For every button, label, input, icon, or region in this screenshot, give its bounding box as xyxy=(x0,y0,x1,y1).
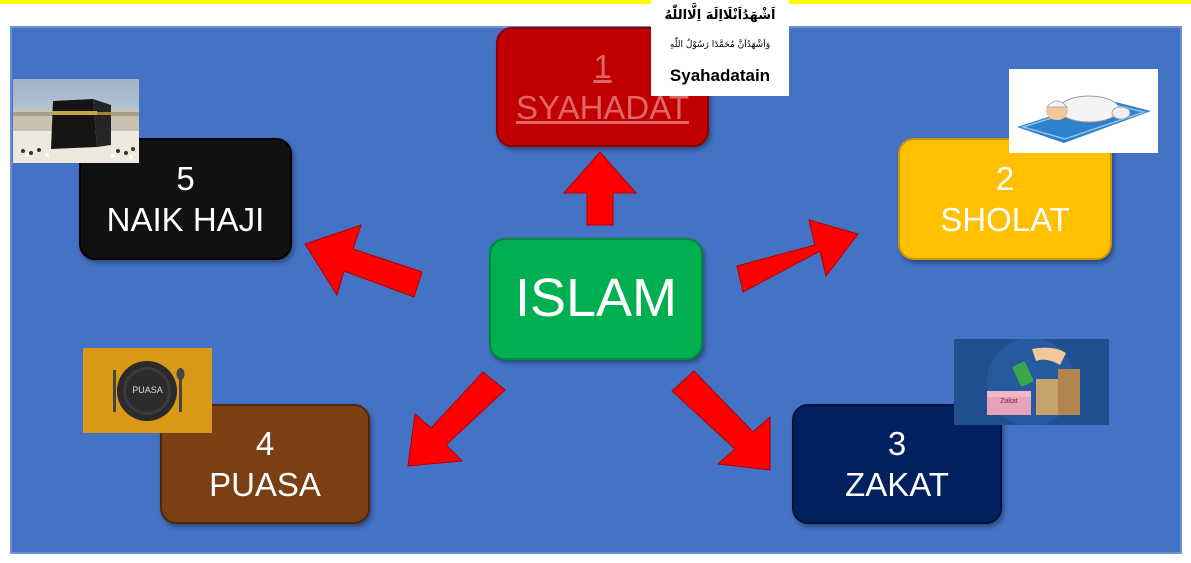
center-label: ISLAM xyxy=(514,268,678,329)
shahada-caption: Syahadatain xyxy=(669,66,771,85)
shahada-arabic-line-1: اَشْهَدُاَنْلَااِلَهَ اِلَّااللّٰهُ xyxy=(664,8,776,23)
pillar-label: SHOLAT xyxy=(940,201,1070,238)
shahada-arabic-line-2: وَاَشْهَدُاَنَّ مُحَمَّدًا رَسُوْلُ اللّ… xyxy=(669,40,771,50)
puasa-plate-text: PUASA xyxy=(132,385,163,395)
pillar-label: ZAKAT xyxy=(845,466,949,503)
pillar-label: PUASA xyxy=(209,466,321,503)
arrow-right-down-icon xyxy=(671,370,771,471)
shahada-image: اَشْهَدُاَنْلَااِلَهَ اِلَّااللّٰهُ وَاَ… xyxy=(651,0,789,96)
puasa-image: PUASA xyxy=(83,348,212,433)
sholat-image xyxy=(1009,69,1158,153)
pillar-number: 3 xyxy=(887,424,907,462)
arrow-left-up-icon xyxy=(304,224,423,298)
zakat-box-text: Zakat xyxy=(1000,398,1018,405)
pillar-number: 2 xyxy=(995,159,1015,197)
top-border-line xyxy=(0,0,1191,4)
center-node-islam: ISLAM xyxy=(489,238,703,360)
arrow-right-up-icon xyxy=(736,219,859,293)
pillar-naik-haji: 5 NAIK HAJI xyxy=(79,138,292,260)
pillar-sholat: 2 SHOLAT xyxy=(898,138,1112,260)
pillar-number: 1 xyxy=(593,47,612,85)
arrow-left-down-icon xyxy=(407,371,506,467)
pillar-label: NAIK HAJI xyxy=(106,201,265,238)
kaaba-image xyxy=(13,79,139,163)
arrow-up-icon xyxy=(562,151,638,226)
pillar-number: 4 xyxy=(255,424,275,462)
zakat-image: Zakat xyxy=(954,339,1109,425)
pillar-number: 5 xyxy=(176,159,195,197)
